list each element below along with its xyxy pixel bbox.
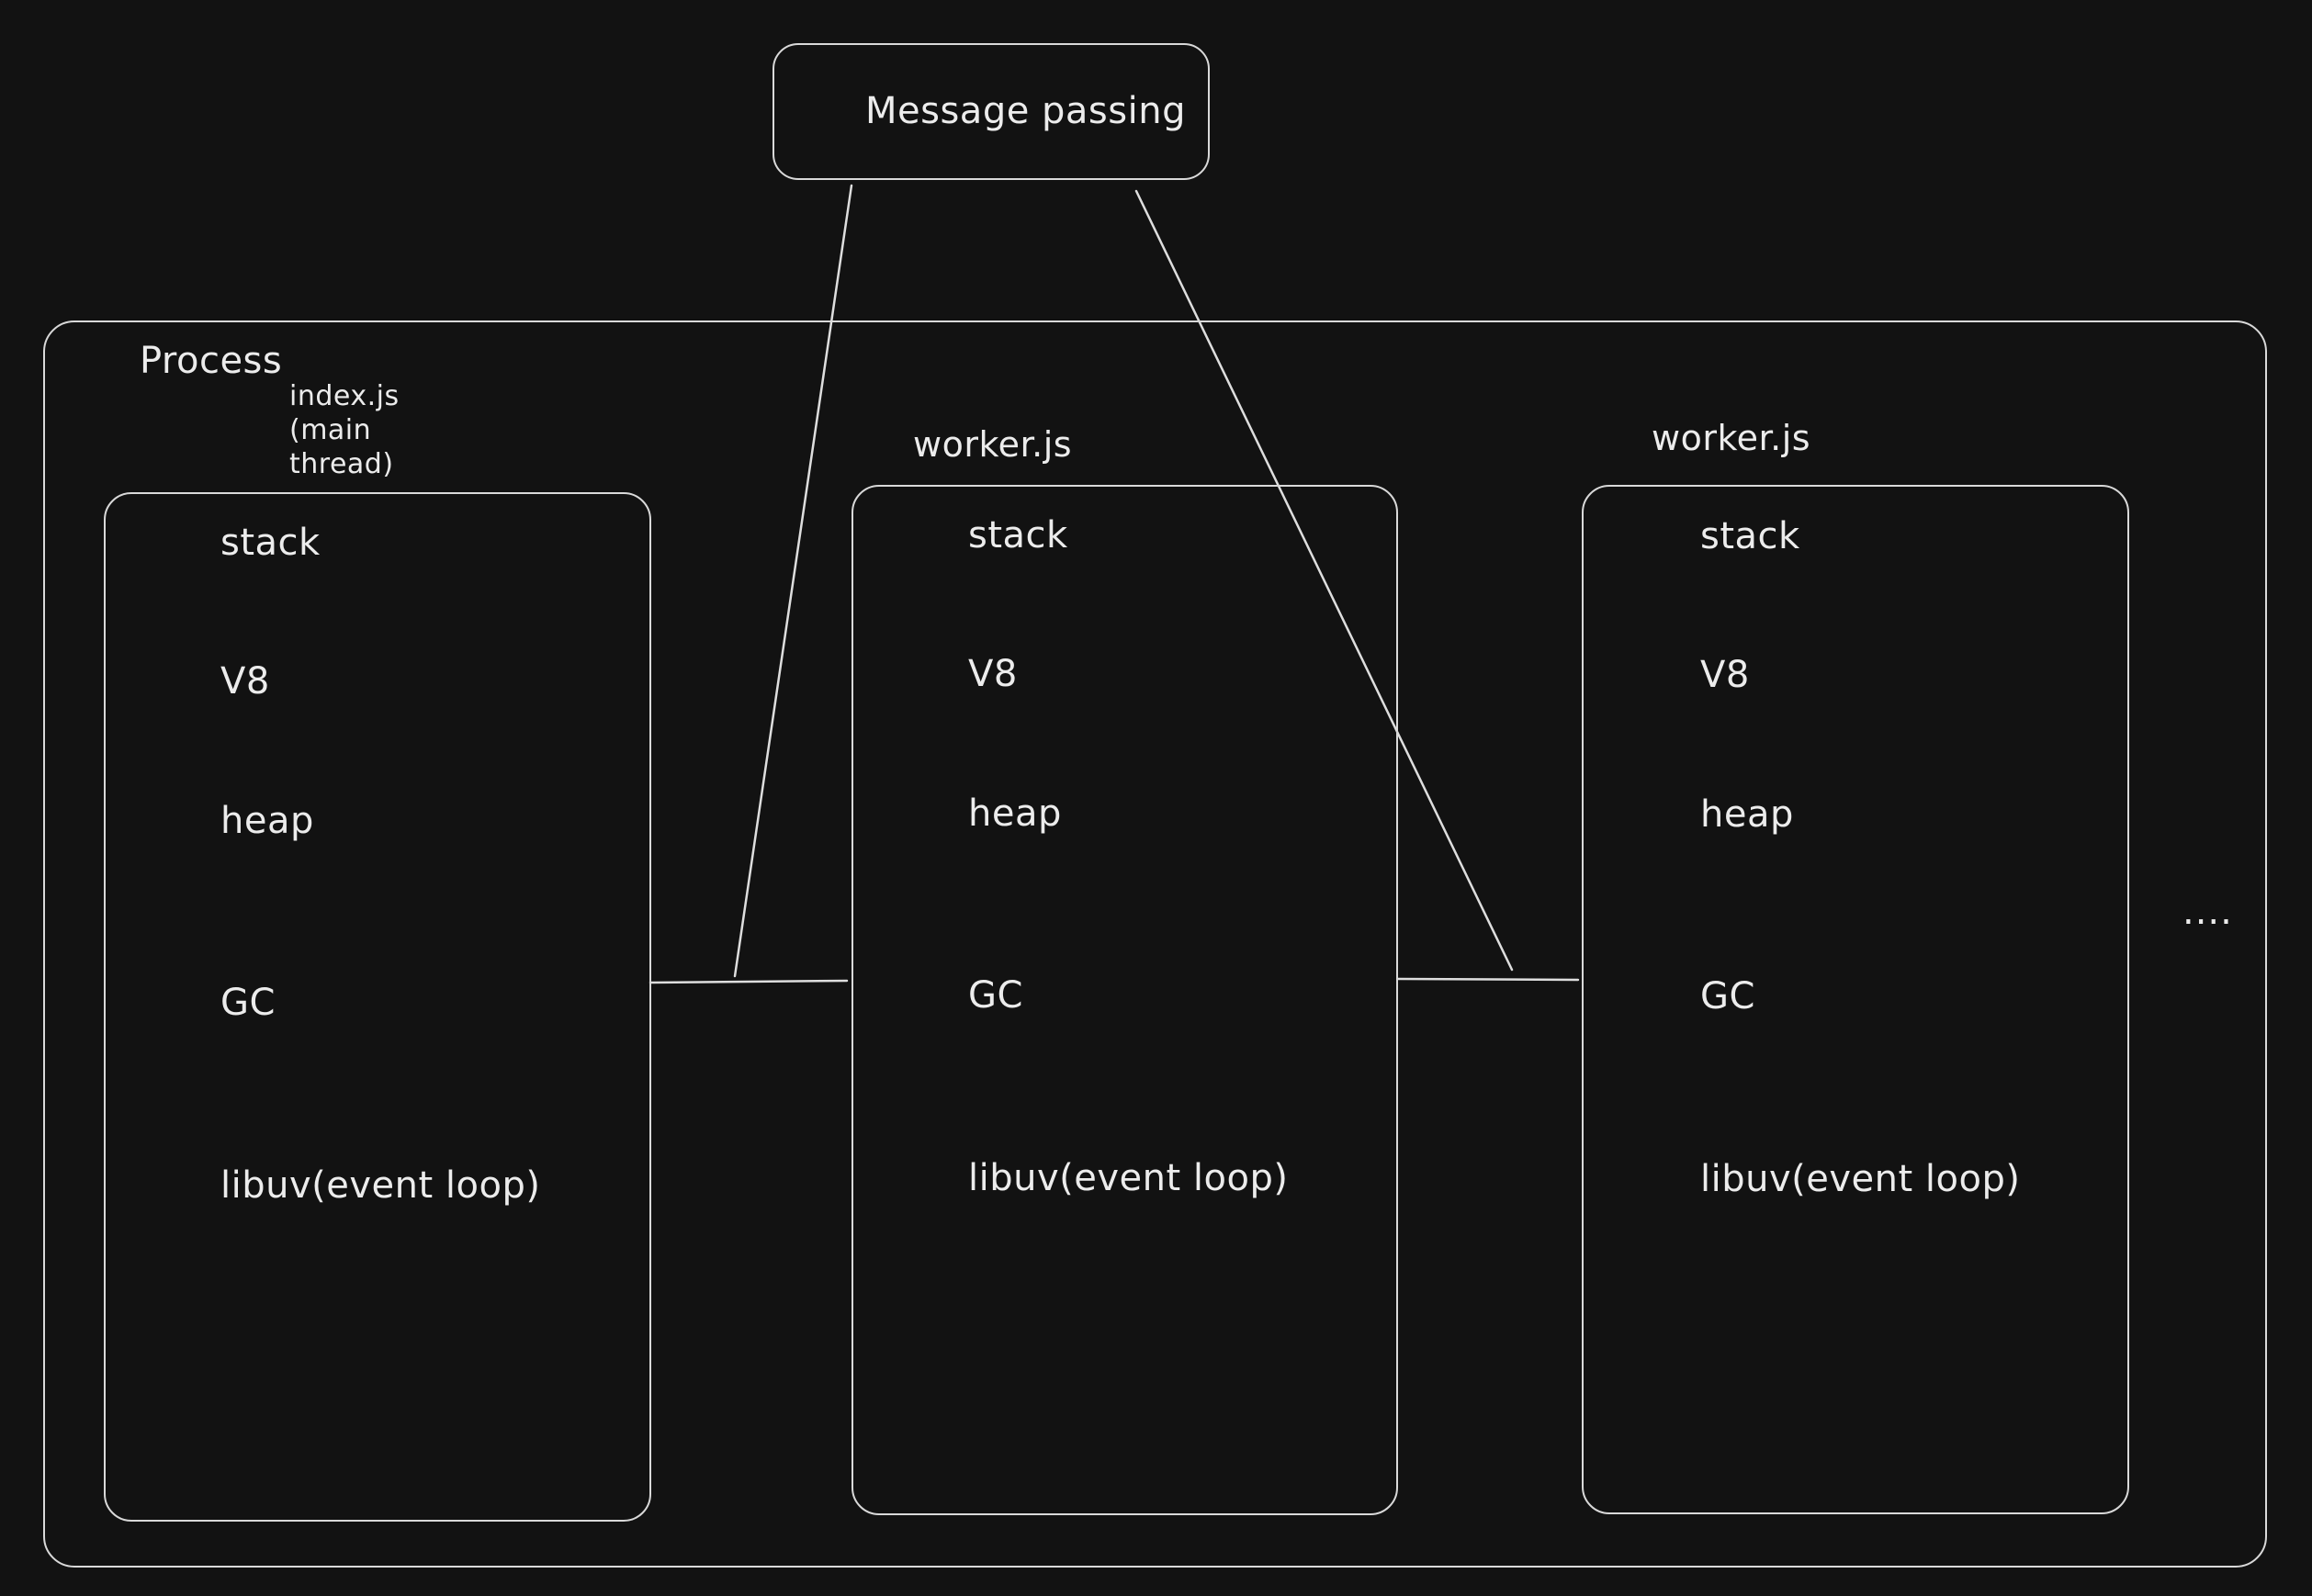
message-passing-label: Message passing — [865, 90, 1186, 132]
main-libuv-label: libuv(event loop) — [220, 1164, 541, 1207]
link-main-to-worker1 — [648, 979, 849, 984]
process-box — [43, 320, 2267, 1568]
worker1-libuv-label: libuv(event loop) — [968, 1157, 1289, 1199]
message-line-left — [733, 184, 853, 978]
main-gc-label: GC — [220, 982, 276, 1024]
worker1-title: worker.js — [913, 424, 1073, 465]
worker2-title: worker.js — [1652, 418, 1811, 458]
worker1-box — [851, 485, 1398, 1515]
worker2-stack-label: stack — [1700, 515, 1800, 557]
main-thread-title: index.js (main thread) — [289, 380, 400, 480]
worker1-heap-label: heap — [968, 792, 1062, 835]
worker1-v8-label: V8 — [968, 653, 1018, 695]
worker2-gc-label: GC — [1700, 975, 1755, 1017]
message-passing-box — [773, 43, 1210, 180]
more-threads-ellipsis: .... — [2182, 891, 2233, 933]
main-heap-label: heap — [220, 800, 314, 842]
link-worker1-to-worker2 — [1396, 977, 1580, 982]
worker2-libuv-label: libuv(event loop) — [1700, 1158, 2021, 1200]
worker2-heap-label: heap — [1700, 793, 1794, 836]
main-v8-label: V8 — [220, 660, 270, 702]
worker2-v8-label: V8 — [1700, 654, 1750, 696]
worker2-box — [1582, 485, 2129, 1514]
main-stack-label: stack — [220, 522, 321, 564]
main-thread-box — [104, 492, 651, 1522]
worker1-gc-label: GC — [968, 974, 1023, 1017]
worker1-stack-label: stack — [968, 514, 1068, 556]
process-label: Process — [140, 340, 283, 382]
